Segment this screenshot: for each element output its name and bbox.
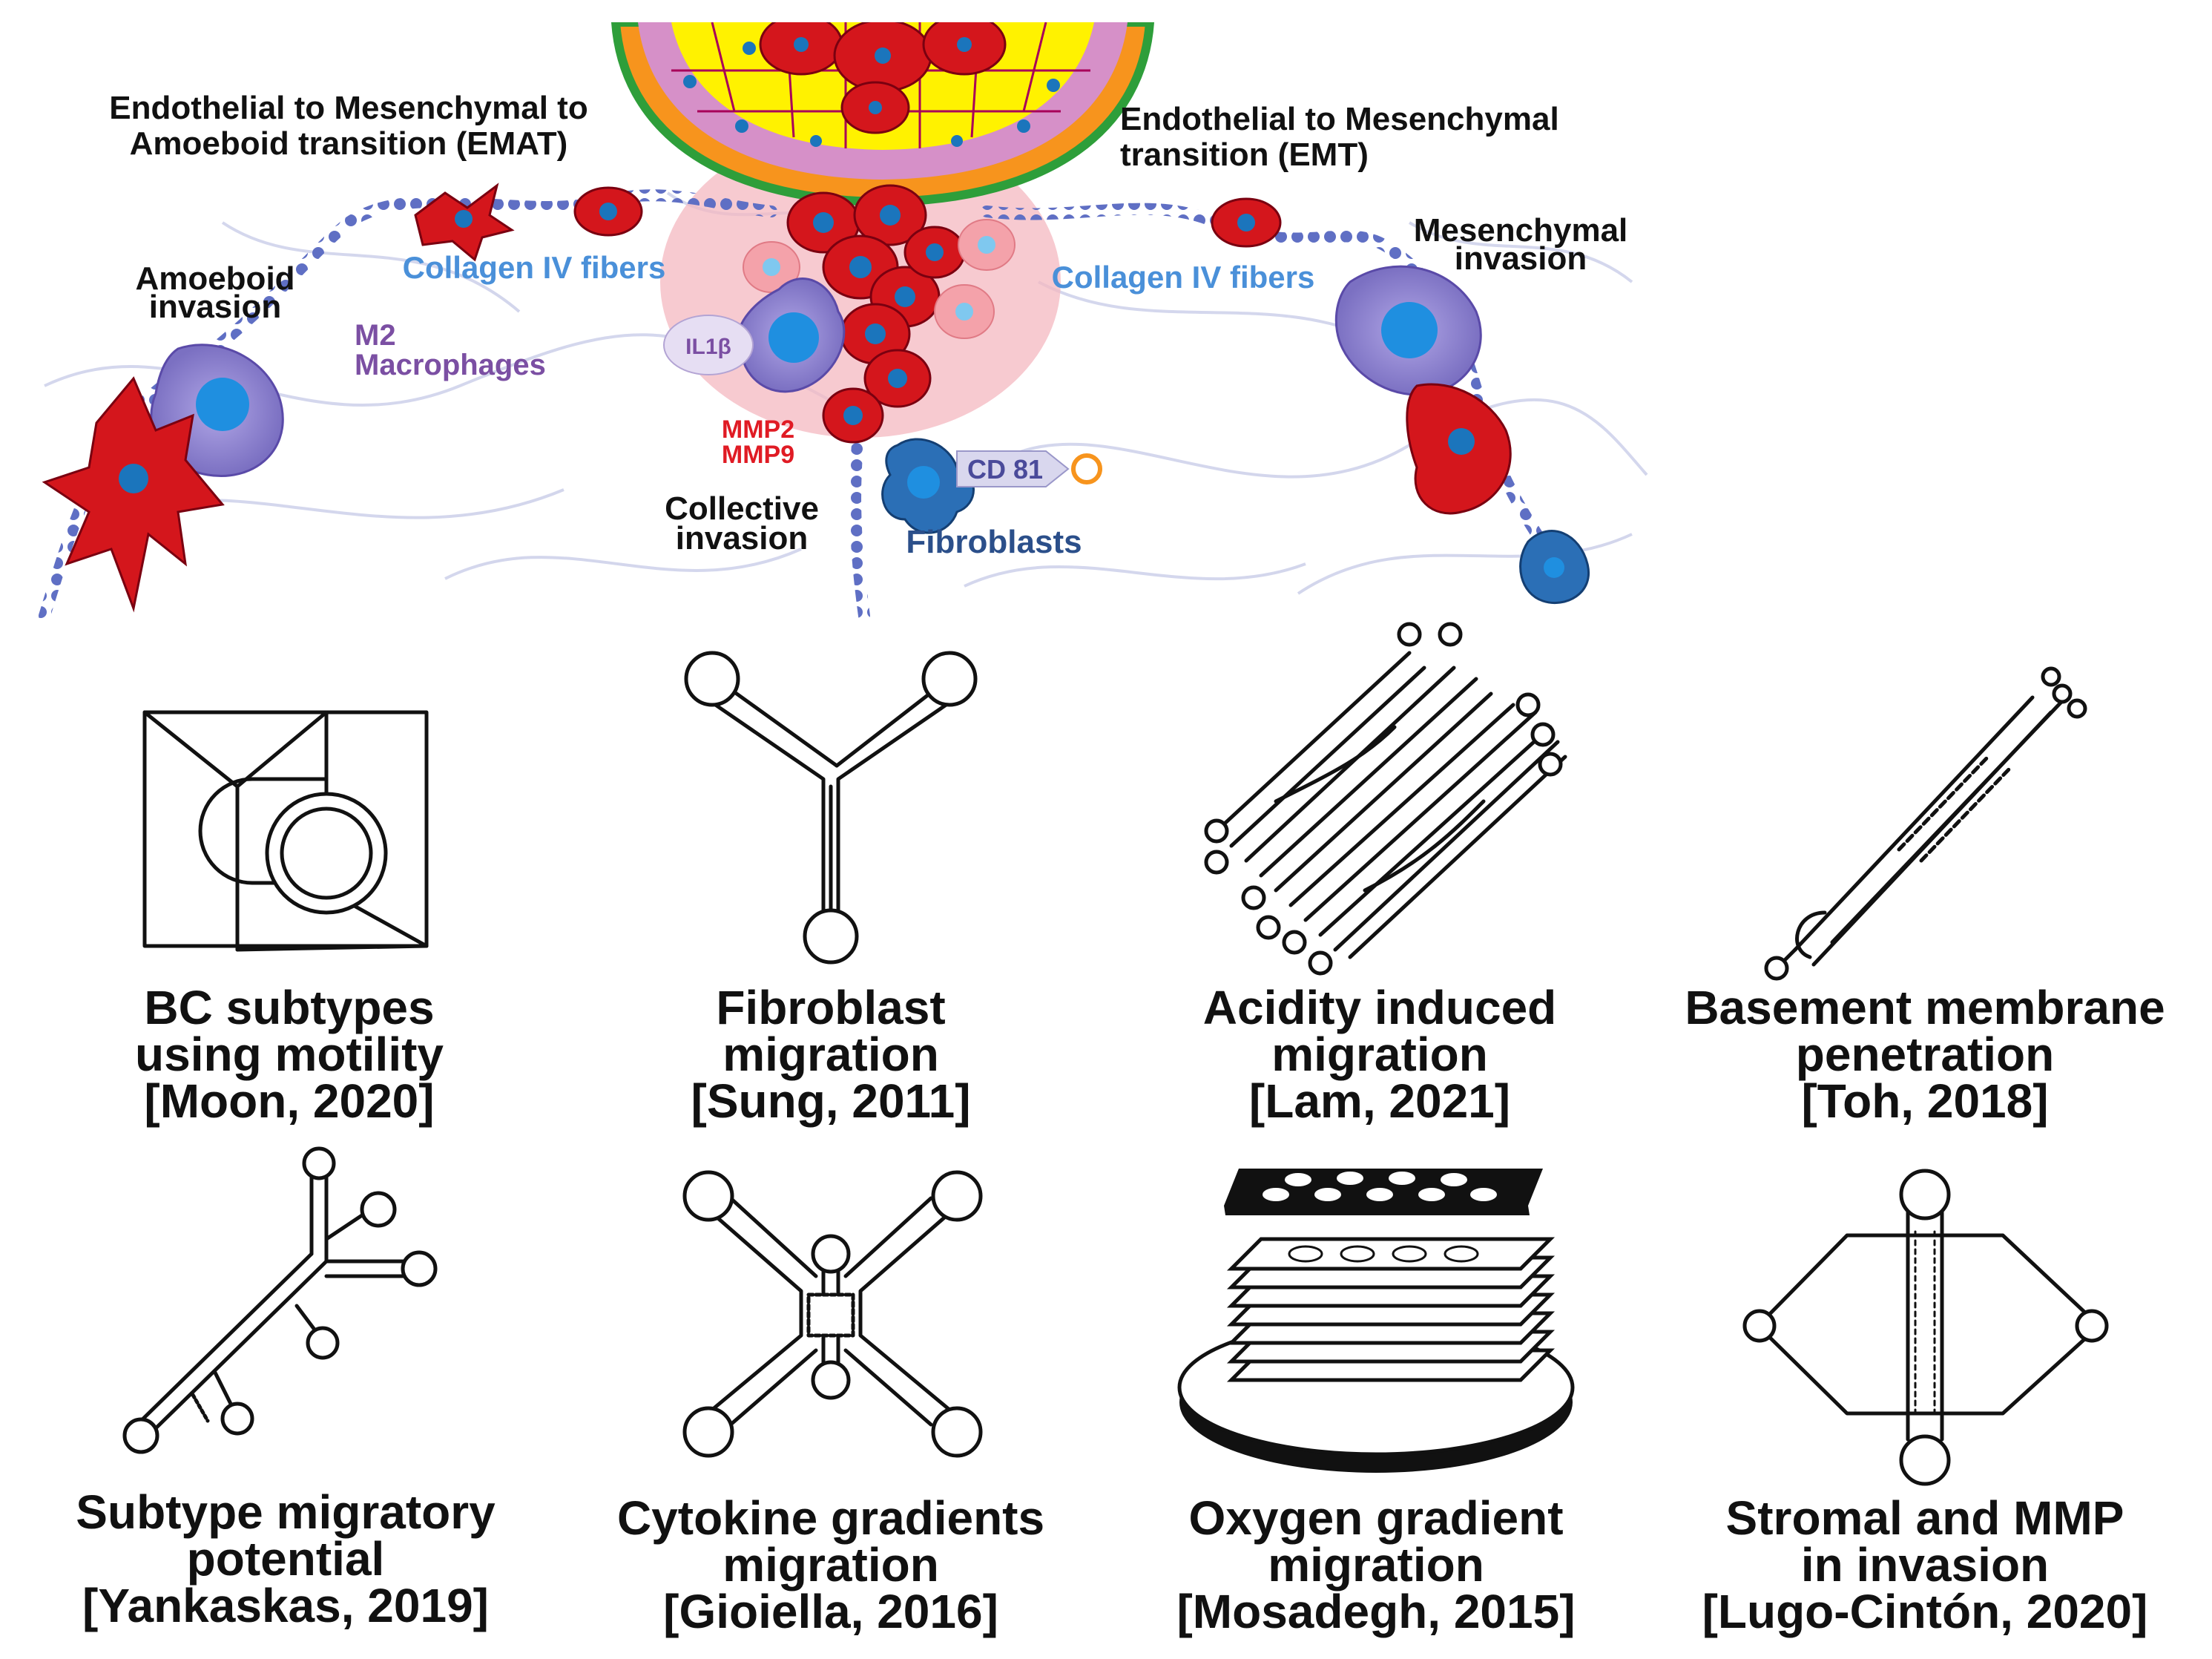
- cd81-marker: [956, 450, 1102, 487]
- amoeboid-label-line2: invasion: [149, 289, 282, 325]
- caption-2-line3: [Sung, 2011]: [691, 1074, 971, 1128]
- caption-7-line1: Oxygen gradient: [1189, 1491, 1564, 1545]
- caption-2-line2: migration: [722, 1028, 939, 1081]
- il1b-label: IL1β: [685, 335, 731, 359]
- mmp2-label: MMP2: [722, 415, 794, 444]
- device-cytokine-gradients-schematic: [682, 1170, 983, 1458]
- tumor-invasion-illustration: Endothelial to Mesenchymal to Amoeboid t…: [39, 22, 1648, 622]
- caption-4-line3: [Toh, 2018]: [1801, 1074, 2048, 1128]
- caption-5-line1: Subtype migratory: [76, 1485, 496, 1539]
- collective-label-line1: Collective: [665, 490, 819, 527]
- macrophage-center: [736, 277, 846, 393]
- caption-3-line3: [Lam, 2021]: [1249, 1074, 1510, 1128]
- caption-8-line3: [Lugo-Cintón, 2020]: [1702, 1585, 2148, 1638]
- device-fibroblast-migration-schematic: [684, 651, 978, 965]
- caption-7-line2: migration: [1268, 1538, 1484, 1591]
- cd81-label: CD 81: [967, 454, 1043, 484]
- caption-6-line1: Cytokine gradients: [617, 1491, 1044, 1545]
- fibroblast-cell: [881, 438, 975, 534]
- tumor-duct: [610, 22, 1155, 207]
- mesenchymal-label-line1: Mesenchymal: [1414, 212, 1628, 249]
- emt-label-line2: transition (EMT): [1120, 137, 1369, 173]
- caption-5-line2: potential: [187, 1532, 385, 1586]
- device-stromal-mmp-schematic: [1742, 1169, 2109, 1486]
- emat-label-line2: Amoeboid transition (EMAT): [130, 125, 568, 162]
- device-bc-subtypes-schematic: [142, 710, 429, 952]
- mesenchymal-label-line2: invasion: [1455, 240, 1587, 277]
- caption-8-line1: Stromal and MMP: [1726, 1491, 2124, 1545]
- caption-1-line2: using motility: [135, 1028, 444, 1081]
- collective-invasion-cells: [743, 184, 1016, 444]
- caption-2-line1: Fibroblast: [716, 981, 945, 1034]
- caption-4-line1: Basement membrane: [1685, 981, 2165, 1034]
- device-subtype-migratory-schematic: [122, 1146, 438, 1454]
- fibroblasts-label: Fibroblasts: [906, 524, 1082, 560]
- caption-3-line2: migration: [1271, 1028, 1488, 1081]
- mmp9-label: MMP9: [722, 441, 794, 469]
- macrophages-label-line1: M2: [355, 319, 396, 352]
- caption-5-line3: [Yankaskas, 2019]: [82, 1579, 489, 1632]
- amoeboid-label-line1: Amoeboid: [135, 260, 294, 297]
- emat-label-line1: Endothelial to Mesenchymal to: [109, 90, 587, 126]
- mesenchymal-invasion-cells: [1334, 265, 1590, 605]
- emat-cells: [414, 183, 643, 262]
- collective-label-line2: invasion: [676, 520, 809, 556]
- emt-label-line1: Endothelial to Mesenchymal: [1120, 101, 1559, 137]
- device-captions: BC subtypes using motility [Moon, 2020] …: [76, 981, 2165, 1638]
- device-acidity-migration-schematic: [1204, 622, 1567, 976]
- caption-6-line3: [Gioiella, 2016]: [663, 1585, 998, 1638]
- amoeboid-invasion-cells: [42, 344, 284, 613]
- emt-cell: [1211, 197, 1282, 248]
- caption-6-line2: migration: [722, 1538, 939, 1591]
- collagen-left-label: Collagen IV fibers: [403, 250, 666, 285]
- caption-1-line3: [Moon, 2020]: [144, 1074, 434, 1128]
- caption-1-line1: BC subtypes: [144, 981, 434, 1034]
- macrophages-label-line2: Macrophages: [355, 349, 546, 381]
- device-basement-membrane-schematic: [1764, 666, 2087, 981]
- il1b-cytokine: [663, 315, 754, 375]
- caption-7-line3: [Mosadegh, 2015]: [1176, 1585, 1575, 1638]
- collagen-right-label: Collagen IV fibers: [1052, 260, 1315, 295]
- caption-4-line2: penetration: [1796, 1028, 2054, 1081]
- caption-8-line2: in invasion: [1801, 1538, 2049, 1591]
- caption-3-line1: Acidity induced: [1203, 981, 1557, 1034]
- device-oxygen-gradient-schematic: [1177, 1169, 1575, 1473]
